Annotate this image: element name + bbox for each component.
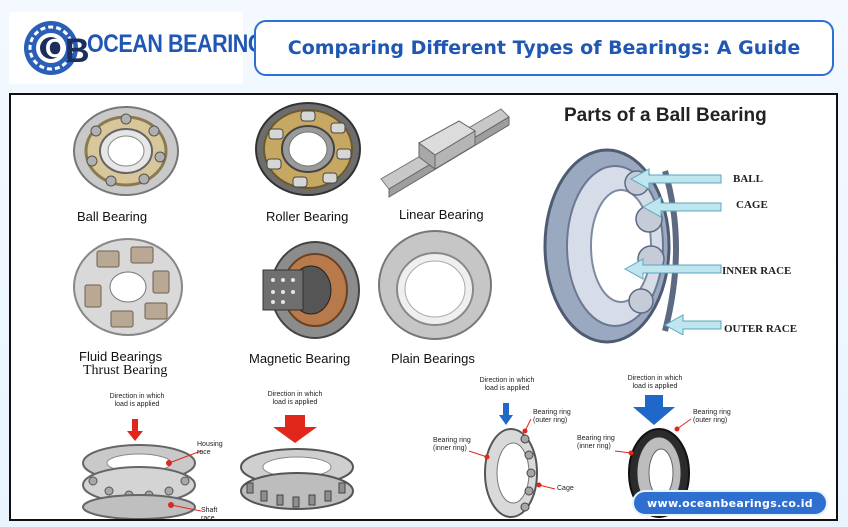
website-link-button[interactable]: www.oceanbearings.co.id xyxy=(632,490,828,516)
red-arrow-large-icon xyxy=(273,415,317,443)
ball-bearing-image xyxy=(73,106,179,196)
bearing-ring-inner-label-2: Bearing ring(inner ring) xyxy=(577,435,615,450)
bearing-ring-inner-label-1: Bearing ring(inner ring) xyxy=(433,437,471,452)
red-arrow-small-icon xyxy=(127,419,143,441)
bearing-label-ball: Ball Bearing xyxy=(77,209,148,224)
bearing-label-fluid: Fluid Bearings xyxy=(79,349,163,364)
thrust-roller-bearing-image xyxy=(240,448,354,510)
thrust-ball-bearing-image xyxy=(82,444,196,519)
callout-dots-right xyxy=(614,418,692,456)
page-title-box: Comparing Different Types of Bearings: A… xyxy=(254,20,834,76)
part-label-ball: BALL xyxy=(733,173,763,185)
magnetic-bearing-image xyxy=(262,241,360,339)
website-url: www.oceanbearings.co.id xyxy=(647,496,813,510)
brand-name: OCEAN BEARING xyxy=(87,30,265,58)
parts-diagram-title: Parts of a Ball Bearing xyxy=(564,105,767,126)
cage-label: Cage xyxy=(557,485,574,492)
radial-ball-bearing-image xyxy=(484,428,538,518)
part-label-cage: CAGE xyxy=(736,199,768,211)
part-label-outer-race: OUTER RACE xyxy=(724,323,798,335)
plain-bearing-image xyxy=(378,230,492,340)
bearing-label-roller: Roller Bearing xyxy=(266,209,349,224)
svg-text:O: O xyxy=(45,33,65,63)
bearing-label-linear: Linear Bearing xyxy=(399,207,484,222)
linear-bearing-image xyxy=(380,108,510,198)
ball-bearing-cutaway-image xyxy=(543,148,679,344)
roller-bearing-image xyxy=(255,102,361,196)
bearing-ring-outer-label-2: Bearing ring(outer ring) xyxy=(693,409,731,424)
part-pointer-arrows xyxy=(623,168,722,335)
svg-text:B: B xyxy=(65,32,90,70)
part-label-inner-race: INNER RACE xyxy=(722,265,792,277)
bearing-label-plain: Plain Bearings xyxy=(391,351,475,366)
brand-logo[interactable]: O B OCEAN BEARING xyxy=(9,12,265,84)
bearing-logo-icon: O B xyxy=(24,21,90,75)
page-title: Comparing Different Types of Bearings: A… xyxy=(287,37,801,59)
bearing-ring-outer-label-1: Bearing ring(outer ring) xyxy=(533,409,571,424)
callout-dots-left xyxy=(166,450,202,512)
callout-dots-middle xyxy=(468,418,556,490)
fluid-bearing-image xyxy=(73,238,183,336)
bearing-label-thrust: Thrust Bearing xyxy=(83,363,168,378)
blue-arrow-large-icon xyxy=(633,395,675,425)
blue-arrow-small-icon xyxy=(499,403,513,425)
bearings-infographic: Ball Bearing Roller Bearing Linear Beari… xyxy=(9,93,838,521)
bearing-label-magnetic: Magnetic Bearing xyxy=(249,351,351,366)
